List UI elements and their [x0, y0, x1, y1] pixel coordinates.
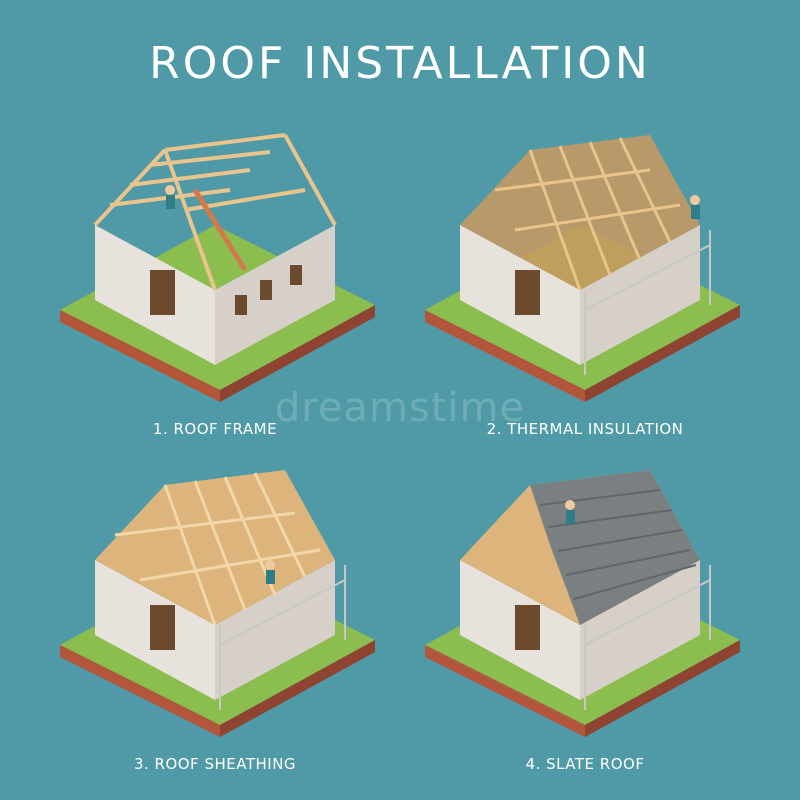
- page-title: ROOF INSTALLATION: [149, 38, 651, 89]
- step-label-roof-frame: 1. ROOF FRAME: [152, 420, 278, 438]
- watermark: dreamstime: [274, 385, 526, 431]
- step-label-thermal-insulation: 2. THERMAL INSULATION: [486, 420, 684, 438]
- step-label-slate-roof: 4. SLATE ROOF: [525, 755, 645, 773]
- step-label-roof-sheathing: 3. ROOF SHEATHING: [133, 755, 297, 773]
- house-slate-roof-illustration: [425, 470, 740, 737]
- house-thermal-insulation-illustration: [425, 135, 740, 402]
- house-roof-frame-illustration: [60, 133, 375, 402]
- house-roof-sheathing-illustration: [60, 470, 375, 737]
